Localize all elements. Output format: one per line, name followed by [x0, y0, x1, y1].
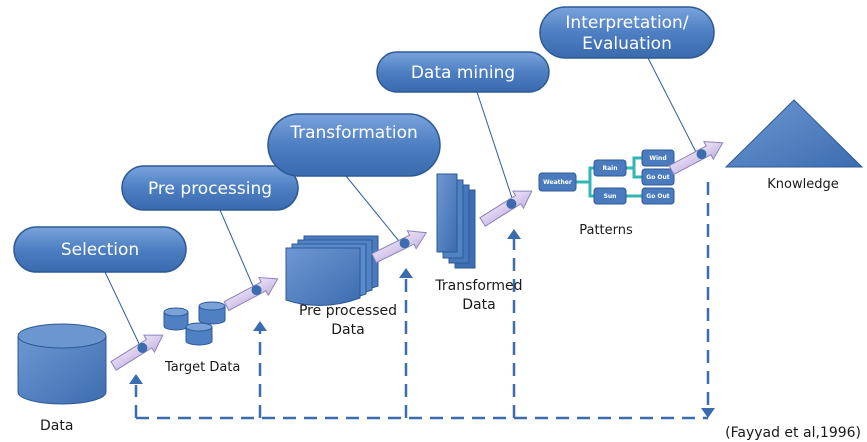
- label-preprocessed-1: Pre processed: [299, 303, 397, 319]
- knowledge-triangle-icon: [724, 99, 864, 168]
- step-pill-transformation: Transformation: [267, 113, 441, 177]
- process-arrow-3: [371, 230, 428, 264]
- process-arrow-5: [668, 140, 724, 176]
- step-label-selection: Selection: [61, 240, 139, 260]
- tree-node-sun-label: Sun: [604, 193, 617, 200]
- arrowhead-up-icon: [507, 229, 521, 239]
- data-cylinder-icon: [17, 323, 107, 405]
- feedback-loop: [134, 182, 710, 420]
- tree-node-wind: [641, 149, 675, 167]
- tree-node-goout-2-label: Go Out: [646, 193, 670, 200]
- step-label-interpretation-1: Interpretation/: [565, 13, 688, 33]
- tree-node-rain: [593, 159, 627, 177]
- patterns-tree: Weather Rain Sun Wind Go Out Go Out: [538, 149, 675, 205]
- step-pill-preprocessing: Pre processing: [121, 165, 299, 211]
- process-arrow-2: [223, 276, 279, 312]
- process-arrow-4: [479, 190, 533, 227]
- tree-node-goout-2: [641, 187, 675, 205]
- target-data-cylinders-icon: [163, 301, 226, 346]
- process-arrow-1: [110, 334, 164, 371]
- label-transformed-2: Data: [462, 297, 495, 313]
- process-arrows: [110, 140, 724, 371]
- preprocessed-data-stack-icon: [285, 235, 379, 307]
- label-knowledge: Knowledge: [767, 177, 838, 192]
- tree-node-root-label: Weather: [543, 179, 572, 186]
- tree-node-root: [538, 172, 577, 192]
- step-label-datamining: Data mining: [411, 63, 515, 83]
- pill-connectors: [104, 57, 699, 353]
- step-label-interpretation-2: Evaluation: [582, 34, 672, 54]
- citation: (Fayyad et al,1996): [725, 425, 861, 441]
- label-preprocessed-2: Data: [331, 322, 364, 338]
- arrowhead-up-icon: [399, 268, 413, 278]
- label-patterns: Patterns: [579, 223, 633, 238]
- feedback-arrowheads: [129, 229, 715, 418]
- step-pill-datamining: Data mining: [376, 51, 550, 93]
- tree-node-wind-label: Wind: [649, 155, 666, 162]
- transformed-data-stack-icon: [436, 173, 476, 269]
- label-target-data: Target Data: [164, 360, 240, 375]
- tree-node-goout-1-label: Go Out: [646, 174, 670, 181]
- tree-node-rain-label: Rain: [603, 165, 618, 172]
- step-pill-interpretation: Interpretation/ Evaluation: [539, 6, 715, 59]
- step-pill-selection: Selection: [13, 226, 187, 273]
- arrowhead-up-icon: [129, 374, 143, 384]
- step-label-transformation: Transformation: [289, 123, 418, 143]
- tree-node-goout-1: [641, 168, 675, 186]
- step-label-preprocessing: Pre processing: [148, 179, 272, 199]
- arrowhead-up-icon: [253, 321, 267, 331]
- tree-node-sun: [593, 187, 627, 205]
- label-data: Data: [40, 418, 73, 434]
- label-transformed-1: Transformed: [434, 278, 522, 294]
- arrowhead-down-icon: [701, 408, 715, 418]
